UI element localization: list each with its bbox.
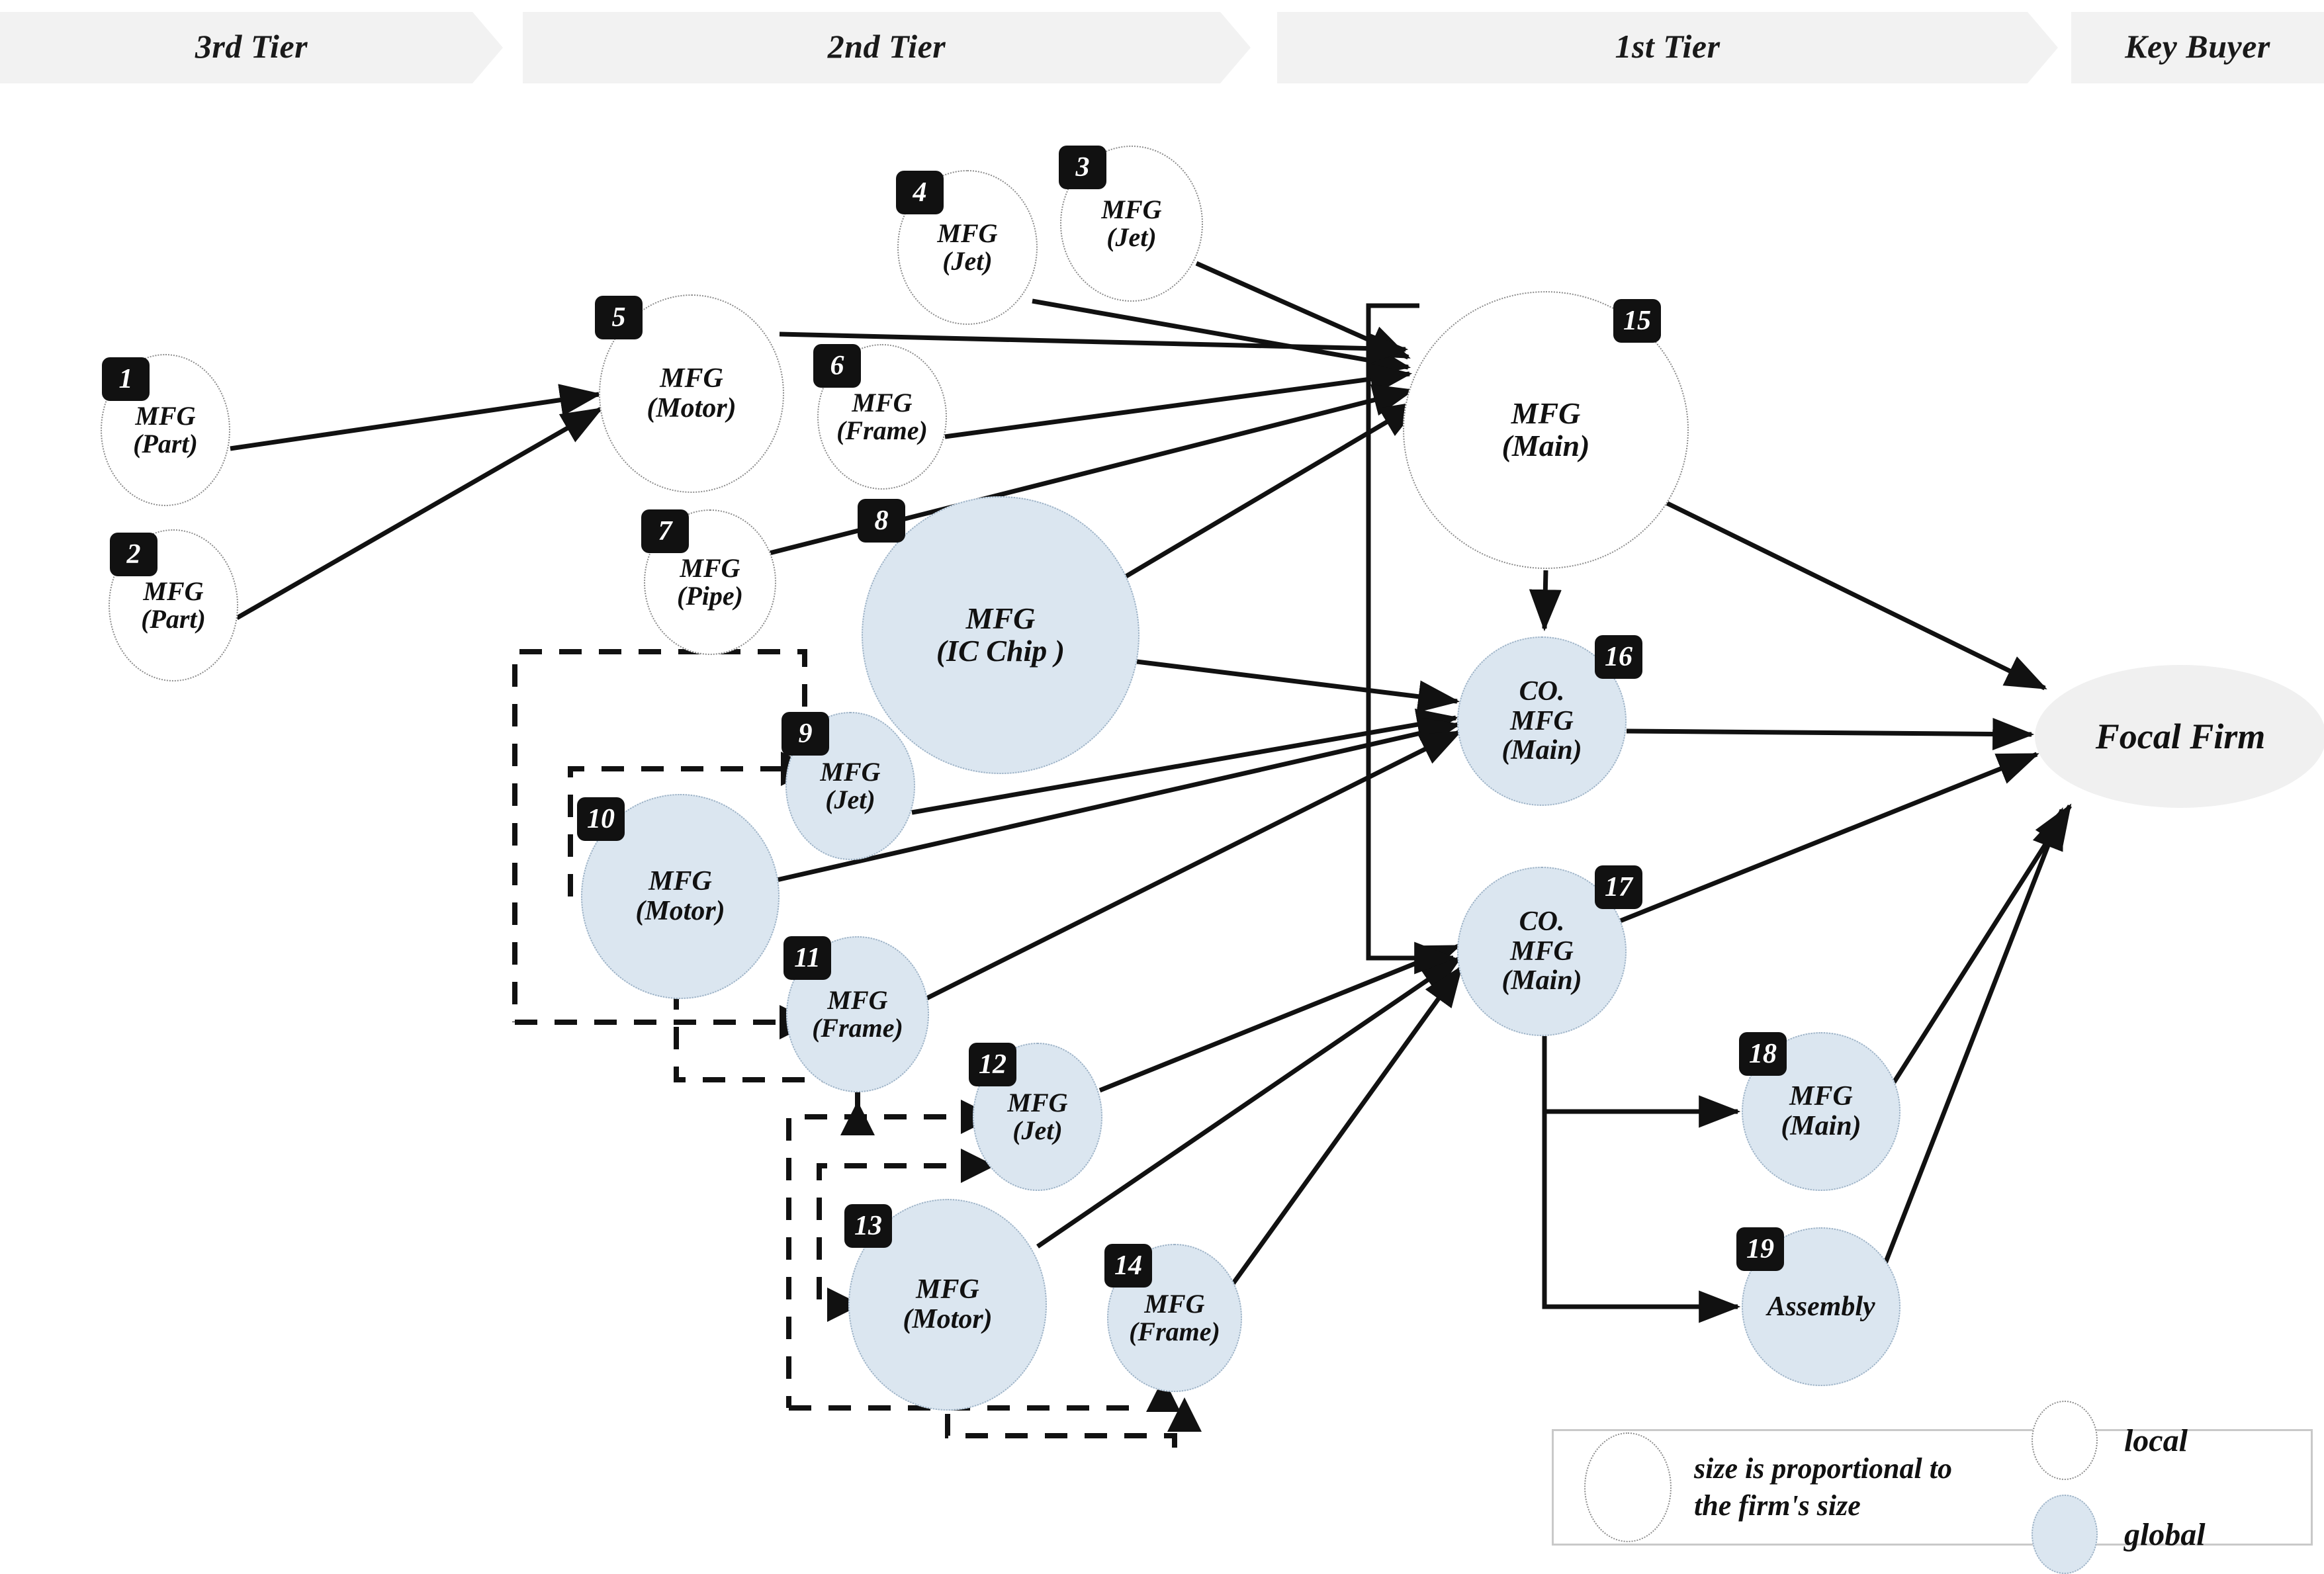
node-3-label: MFG (Jet) (1101, 194, 1162, 252)
arrow-to-12b (961, 1149, 995, 1183)
node-11-badge: 11 (783, 936, 831, 980)
arrow-up-14a (1146, 1377, 1181, 1412)
edge-18-to-focal (1892, 803, 2072, 1084)
edge-17-to-19-routed (1542, 1036, 1741, 1323)
tier-label-2nd: 2nd Tier (827, 28, 946, 65)
edge-4-to-15 (1032, 298, 1411, 376)
node-18-badge: 18 (1739, 1032, 1787, 1076)
tier-band-1st: 1st Tier (1277, 12, 2058, 83)
legend-global-swatch-icon (2031, 1495, 2098, 1574)
tier-label-1st: 1st Tier (1615, 28, 1721, 65)
node-18-label: MFG (Main) (1781, 1081, 1861, 1141)
node-6-label: MFG (Frame) (836, 387, 928, 445)
node-15-badge: 15 (1613, 299, 1661, 343)
solid-edges (230, 261, 2072, 1323)
tier-band-3rd: 3rd Tier (0, 12, 503, 83)
edge-8-to-15 (1124, 400, 1423, 580)
node-2-badge: 2 (110, 533, 157, 576)
node-13-badge: 13 (844, 1204, 892, 1248)
edge-5-to-15 (779, 331, 1409, 365)
legend-global-label: global (2123, 1516, 2206, 1552)
node-3-badge: 3 (1059, 146, 1106, 189)
tier-band-key-buyer: Key Buyer (2071, 12, 2324, 83)
edge-15-to-16 (1529, 570, 1562, 632)
edge-6-to-15 (944, 363, 1413, 439)
node-4-label: MFG (Jet) (937, 218, 998, 276)
tier-label-3rd: 3rd Tier (195, 28, 308, 65)
legend-size-text: size is proportional to the firm's size (1694, 1452, 1952, 1522)
legend-type-group: local global (2031, 1401, 2206, 1574)
node-19-label: Assembly (1767, 1291, 1875, 1322)
legend-row-global: global (2031, 1495, 2206, 1574)
legend-local-swatch-icon (2031, 1401, 2098, 1480)
node-9-badge: 9 (782, 712, 829, 756)
node-2-label: MFG (Part) (141, 576, 206, 634)
edge-10-to-16 (776, 717, 1462, 883)
tier-band-2nd: 2nd Tier (523, 12, 1251, 83)
edge-17-to-18-routed (1542, 1036, 1741, 1128)
dashed-a-outer (512, 649, 807, 1022)
node-16-badge: 16 (1595, 635, 1642, 679)
node-5-label: MFG (Motor) (647, 363, 737, 423)
focal-firm-node[interactable]: Focal Firm (2035, 665, 2324, 808)
edge-19-to-focal (1882, 807, 2065, 1266)
edge-13-to-17 (1036, 956, 1462, 1248)
node-10-label: MFG (Motor) (635, 866, 725, 926)
edge-12-to-17 (1098, 943, 1461, 1093)
edge-1-to-5 (230, 384, 602, 451)
legend-local-label: local (2123, 1422, 2188, 1458)
node-10-badge: 10 (577, 797, 625, 841)
node-9-label: MFG (Jet) (820, 756, 881, 814)
tier-label-key-buyer: Key Buyer (2125, 28, 2270, 65)
node-8-badge: 8 (858, 499, 905, 543)
node-8-label: MFG (IC Chip ) (936, 601, 1065, 668)
node-19-badge: 19 (1736, 1227, 1784, 1271)
node-4-badge: 4 (896, 171, 944, 214)
node-12-badge: 12 (969, 1043, 1016, 1086)
focal-firm-label: Focal Firm (2095, 717, 2266, 756)
node-14-label: MFG (Frame) (1129, 1288, 1220, 1346)
edge-15-to-17-routed (1366, 303, 1456, 975)
dashed-a-inner (568, 766, 793, 896)
legend-row-local: local (2031, 1401, 2206, 1480)
node-6-badge: 6 (813, 344, 861, 388)
node-12-label: MFG (Jet) (1007, 1087, 1068, 1145)
edge-8-to-16 (1136, 659, 1460, 713)
node-17-badge: 17 (1595, 865, 1642, 909)
edge-2-to-5 (236, 406, 603, 621)
dashed-b-inner (817, 1163, 986, 1305)
node-1-label: MFG (Part) (133, 400, 198, 459)
dashed-b-lowest (945, 1364, 1177, 1448)
node-1-badge: 1 (102, 357, 150, 401)
legend-size-ellipse-icon (1584, 1432, 1672, 1542)
node-17-label: CO. MFG (Main) (1501, 906, 1582, 996)
edge-14-to-17 (1230, 965, 1463, 1287)
node-7-badge: 7 (641, 509, 689, 553)
edge-16-to-focal (1626, 718, 2035, 751)
arrow-to-13 (827, 1288, 862, 1322)
node-15-label: MFG (Main) (1501, 396, 1590, 462)
node-16-label: CO. MFG (Main) (1501, 676, 1582, 766)
node-7-label: MFG (Pipe) (677, 552, 743, 611)
node-11-label: MFG (Frame) (812, 984, 903, 1043)
arrow-up-14b (1167, 1397, 1202, 1432)
dashed-edges-cluster-a (512, 649, 860, 1106)
legend: size is proportional to the firm's size … (1552, 1401, 2313, 1574)
edge-9-to-16 (911, 708, 1459, 815)
node-13-label: MFG (Motor) (903, 1274, 993, 1334)
node-5-badge: 5 (595, 296, 643, 339)
legend-size-group: size is proportional to the firm's size (1554, 1432, 1952, 1542)
edge-17-to-focal (1619, 752, 2039, 924)
dashed-a-lower (674, 951, 860, 1106)
edge-15-to-focal (1665, 500, 2047, 691)
node-14-badge: 14 (1104, 1244, 1152, 1288)
